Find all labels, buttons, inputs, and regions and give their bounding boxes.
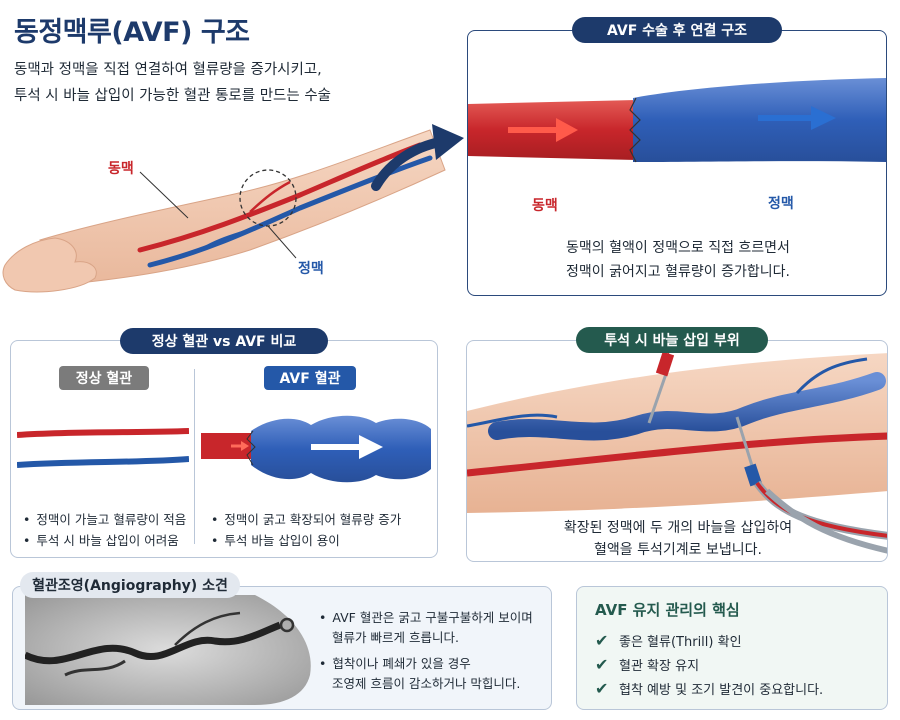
care-title: AVF 유지 관리의 핵심 xyxy=(595,601,740,619)
avf-vessel-drawing xyxy=(201,415,431,483)
angio-bullet-1-line-2: 혈류가 빠르게 흐릅니다. xyxy=(332,630,459,645)
normal-vessel-pill: 정상 혈관 xyxy=(59,366,149,390)
compare-tab: 정상 혈관 vs AVF 비교 xyxy=(120,328,328,354)
needle-desc-line-2: 혈액을 투석기계로 보냅니다. xyxy=(594,542,762,558)
avf-bullet-2: 투석 바늘 삽입이 용이 xyxy=(211,530,339,549)
arm-artery-label: 동맥 xyxy=(108,161,134,177)
arm-illustration xyxy=(2,129,446,293)
care-item-1: ✔ 좋은 혈류(Thrill) 확인 xyxy=(595,631,742,650)
normal-vessel-drawing xyxy=(17,428,189,468)
angio-panel: AVF 혈관은 굵고 구불구불하게 보이며 혈류가 빠르게 흐릅니다. 협착이나… xyxy=(12,586,552,710)
connection-artery-label: 동맥 xyxy=(532,198,558,214)
arm-vein-label: 정맥 xyxy=(298,261,324,277)
connection-desc-line-1: 동맥의 혈액이 정맥으로 직접 흐르면서 xyxy=(566,240,790,256)
normal-bullet-2: 투석 시 바늘 삽입이 어려움 xyxy=(23,530,178,549)
angio-bullet-2-line-2: 조영제 흐름이 감소하거나 막힙니다. xyxy=(332,676,521,691)
angiography-image xyxy=(25,595,311,705)
normal-bullet-1: 정맥이 가늘고 혈류량이 적음 xyxy=(23,509,186,528)
needle-arm-drawing xyxy=(467,341,887,554)
avf-vessel-pill: AVF 혈관 xyxy=(264,366,356,390)
connection-desc-line-2: 정맥이 굵어지고 혈류량이 증가합니다. xyxy=(566,264,790,280)
connection-tab: AVF 수술 후 연결 구조 xyxy=(572,17,782,43)
care-panel: AVF 유지 관리의 핵심 ✔ 좋은 혈류(Thrill) 확인 ✔ 혈관 확장… xyxy=(576,586,888,710)
compare-panel: 정상 혈관 AVF 혈관 정맥이 가늘고 혈류량이 적음 투석 시 바늘 삽입이… xyxy=(10,340,438,558)
page-title: 동정맥루(AVF) 구조 xyxy=(14,17,250,48)
connection-vessel xyxy=(468,78,886,163)
avf-bullet-1: 정맥이 굵고 확장되어 혈류량 증가 xyxy=(211,509,401,528)
check-icon: ✔ xyxy=(595,679,609,698)
subtitle-line-1: 동맥과 정맥을 직접 연결하여 혈류량을 증가시키고, xyxy=(14,62,322,78)
care-item-1-label: 좋은 혈류(Thrill) 확인 xyxy=(619,635,742,650)
needle-tab: 투석 시 바늘 삽입 부위 xyxy=(576,327,768,353)
curved-arrow-icon xyxy=(371,124,464,191)
check-icon: ✔ xyxy=(595,655,609,674)
care-item-3-label: 협착 예방 및 조기 발견이 중요합니다. xyxy=(619,683,824,698)
angio-bullet-1-line-1: AVF 혈관은 굵고 구불구불하게 보이며 xyxy=(319,607,532,626)
subtitle-line-2: 투석 시 바늘 삽입이 가능한 혈관 통로를 만드는 수술 xyxy=(14,88,332,104)
care-item-2-label: 혈관 확장 유지 xyxy=(619,659,700,674)
angio-tab: 혈관조영(Angiography) 소견 xyxy=(20,572,240,598)
connection-vein-label: 정맥 xyxy=(768,196,794,212)
connection-panel: 동맥 정맥 동맥의 혈액이 정맥으로 직접 흐르면서 정맥이 굵어지고 혈류량이… xyxy=(467,30,887,296)
compare-divider xyxy=(194,369,195,544)
care-item-2: ✔ 혈관 확장 유지 xyxy=(595,655,699,674)
needle-desc-line-1: 확장된 정맥에 두 개의 바늘을 삽입하여 xyxy=(563,520,793,536)
check-icon: ✔ xyxy=(595,631,609,650)
care-item-3: ✔ 협착 예방 및 조기 발견이 중요합니다. xyxy=(595,679,823,698)
needle-panel: 확장된 정맥에 두 개의 바늘을 삽입하여 혈액을 투석기계로 보냅니다. xyxy=(466,340,888,562)
angio-bullet-2-line-1: 협착이나 폐쇄가 있을 경우 xyxy=(319,653,470,672)
